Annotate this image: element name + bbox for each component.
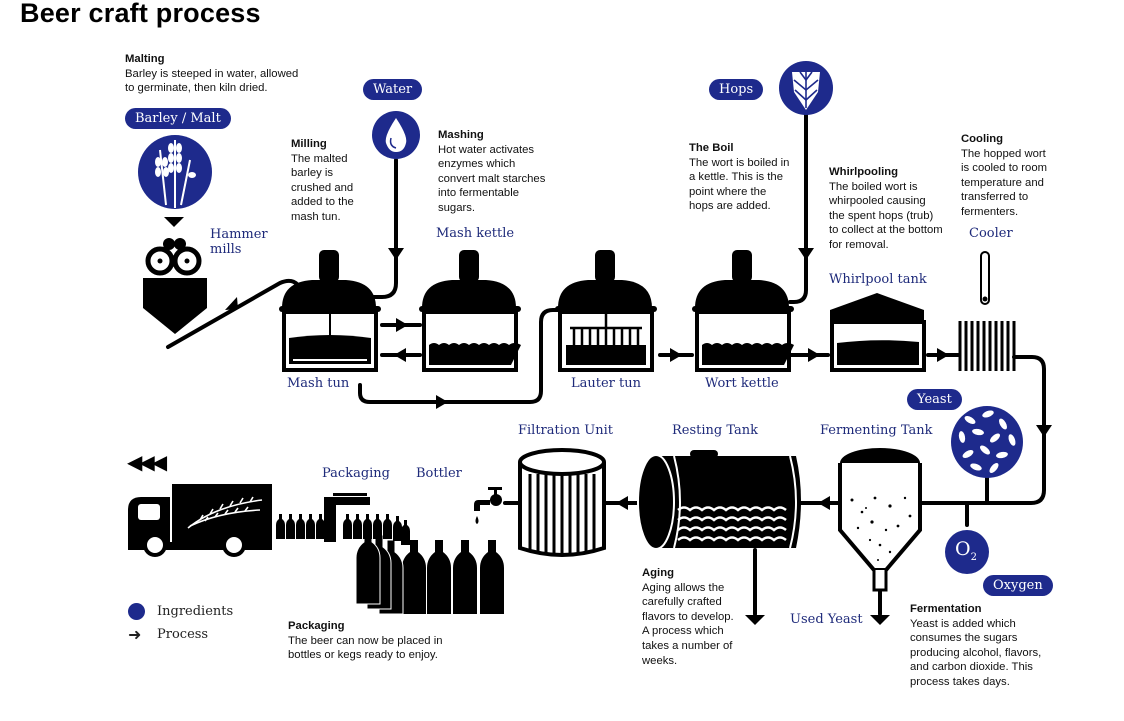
equipment-label-bottler: Bottler [416, 466, 462, 481]
equipment-label-used-yeast: Used Yeast [790, 612, 863, 627]
equipment-label-whirlpool-tank: Whirlpool tank [829, 272, 927, 287]
hops-icon [779, 61, 833, 115]
hammer-mills-icon [143, 238, 207, 334]
whirlpool-tank-icon [830, 293, 926, 372]
wort-kettle-icon [692, 250, 794, 372]
mash-tun-icon [279, 250, 381, 372]
equipment-label-mash-kettle: Mash kettle [436, 226, 515, 241]
arrow-down-right-side [1036, 425, 1052, 437]
ingredient-label-hops: Hops [709, 79, 764, 100]
flow-arrows [164, 217, 1052, 625]
ingredient-label-water: Water [363, 79, 423, 100]
arrow-right-kettle [396, 318, 408, 332]
page-title: Beer craft process [20, 0, 261, 28]
arrow-mill [225, 297, 238, 310]
arrow-right-lauter [436, 395, 448, 409]
mash-kettle-icon [419, 250, 521, 372]
arrow-left-filtration [616, 496, 628, 510]
lauter-tun-icon [555, 250, 657, 372]
equipment-label-wort-kettle: Wort kettle [705, 376, 779, 391]
direction-arrows-icon: ◀◀◀ [127, 450, 167, 474]
filtration-unit-icon [518, 448, 606, 557]
oxygen-symbol: O2 [955, 538, 977, 563]
legend-item-process: ➜ Process [128, 624, 209, 644]
tap-icon [474, 487, 502, 524]
arrow-used-yeast-down [870, 615, 890, 625]
water-drop-icon [372, 111, 420, 159]
arrow-right-wortkettle [670, 348, 682, 362]
barley-icon [138, 135, 212, 209]
oxygen-icon [945, 530, 989, 574]
blue-dot-icon [128, 603, 145, 620]
arrow-right-whirlpool [808, 348, 820, 362]
equipment-label-packaging: Packaging [322, 466, 390, 481]
truck-icon [128, 484, 272, 557]
equipment-label-fermenting-tank: Fermenting Tank [820, 423, 933, 438]
equipment-label-mash-tun: Mash tun [287, 376, 350, 391]
resting-tank-icon [637, 450, 801, 550]
equipment-label-hammer-mills: Hammer mills [210, 227, 268, 257]
arrow-aging-down [745, 615, 765, 625]
arrow-left-mashtun [394, 348, 406, 362]
equipment-label-filtration-unit: Filtration Unit [518, 423, 613, 438]
ingredient-label-oxygen: Oxygen [983, 575, 1053, 596]
arrow-water-down [388, 248, 404, 260]
fermenting-tank-icon [838, 448, 922, 592]
pipe-mashtun-to-lauter [358, 308, 562, 404]
equipment-label-cooler: Cooler [969, 226, 1013, 241]
equipment-label-lauter-tun: Lauter tun [571, 376, 641, 391]
arrow-right-icon: ➜ [128, 624, 142, 644]
arrow-barley-down [164, 217, 184, 227]
bottles-icon [276, 493, 504, 615]
equipment-label-resting-tank: Resting Tank [672, 423, 759, 438]
yeast-icon [951, 406, 1023, 478]
ingredient-label-barley: Barley / Malt [125, 108, 231, 129]
legend-item-ingredients: Ingredients [128, 600, 233, 623]
arrow-right-cooler [937, 348, 949, 362]
ingredient-label-yeast: Yeast [907, 389, 962, 410]
truck-wheat-logo [187, 496, 263, 529]
arrow-hops-down [798, 248, 814, 260]
arrow-left-resting [818, 496, 830, 510]
cooler-icon [958, 251, 1016, 371]
pipe-water [353, 158, 398, 299]
legend: Ingredients ➜ Process [128, 600, 233, 646]
pipe-hops [788, 110, 808, 304]
